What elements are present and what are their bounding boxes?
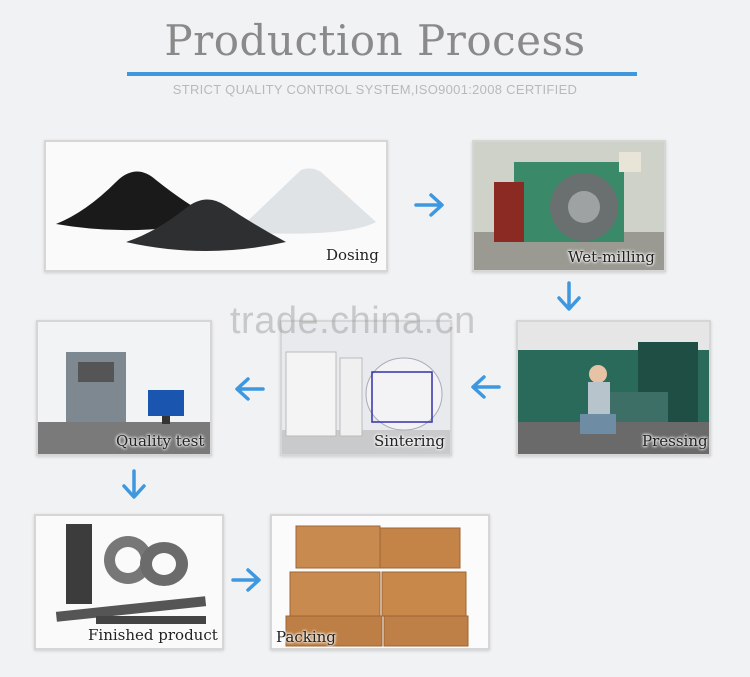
step-finished-product-label: Finished product [88, 626, 218, 644]
step-wet-milling-card: Wet-milling [472, 140, 666, 272]
step-wet-milling-label: Wet-milling [568, 248, 655, 266]
arrow-left-icon [471, 375, 501, 399]
step-pressing-card: Pressing [516, 320, 711, 456]
sintering-furnace-image [282, 322, 450, 454]
step-packing-card: Packing [270, 514, 490, 650]
watermark: trade.china.cn [230, 300, 476, 342]
finished-product-image [36, 516, 222, 648]
quality-test-lab-image [38, 322, 210, 454]
packing-boxes-image [272, 516, 488, 648]
step-dosing-label: Dosing [326, 246, 379, 264]
arrow-down-icon [557, 281, 581, 311]
arrow-down-icon [122, 469, 146, 499]
wet-milling-machine-image [474, 142, 664, 270]
page-subtitle: STRICT QUALITY CONTROL SYSTEM,ISO9001:20… [172, 82, 578, 97]
title-underline [127, 72, 637, 76]
step-sintering-label: Sintering [374, 432, 445, 450]
arrow-left-icon [235, 377, 265, 401]
step-packing-label: Packing [276, 628, 336, 646]
step-sintering-card: Sintering [280, 320, 452, 456]
step-finished-product-card: Finished product [34, 514, 224, 650]
step-quality-test-label: Quality test [116, 432, 205, 450]
step-pressing-label: Pressing [642, 432, 708, 450]
step-quality-test-card: Quality test [36, 320, 212, 456]
pressing-machine-image [518, 322, 709, 454]
page-title: Production Process [164, 16, 586, 65]
arrow-right-icon [414, 193, 444, 217]
arrow-right-icon [231, 568, 261, 592]
dosing-powder-image [46, 142, 386, 270]
step-dosing-card: Dosing [44, 140, 388, 272]
